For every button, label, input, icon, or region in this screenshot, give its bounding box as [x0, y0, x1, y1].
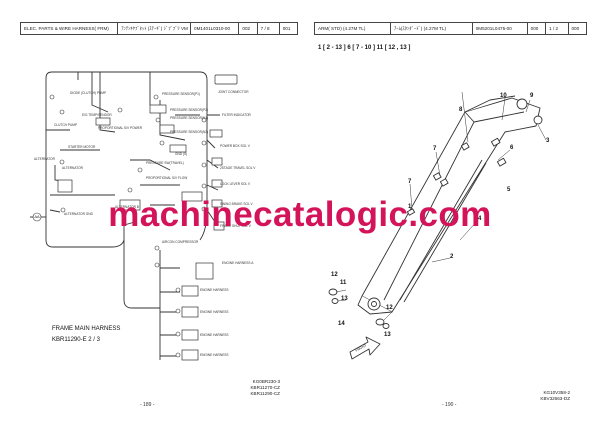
callout-number: 10 [500, 93, 507, 99]
left-page-header: ELEC. PARTS & WIRE HARNESS( FRM) ｱﾝﾃﾝｷﾔﾌ… [20, 22, 298, 35]
part-code: KBR11270-CZ [250, 385, 280, 390]
right-page: ARM( STD) (4.27M TL) ｱｰﾑ(ｽﾀﾝﾀﾞｰﾄﾞ) (4.27… [300, 0, 600, 424]
header-section: ELEC. PARTS & WIRE HARNESS( FRM) [21, 23, 119, 34]
left-page: ELEC. PARTS & WIRE HARNESS( FRM) ｱﾝﾃﾝｷﾔﾌ… [20, 22, 298, 408]
harness-label: ALTERNATOR GND [64, 212, 93, 216]
header-sheet: 1 / 2 [546, 23, 569, 34]
harness-label: GND (S) [175, 152, 188, 156]
callout-number: 7 [408, 179, 412, 185]
harness-label: JOINT CONNECTOR [218, 90, 249, 94]
harness-label: PRESSURE SENSOR(N2) [170, 130, 209, 134]
harness-label: E/G TEMP/SENDOR [82, 113, 112, 117]
arm-drawing [328, 91, 547, 360]
harness-label: FRAME SHUT SOL V [220, 224, 251, 228]
header-drawing-no: 0M1401L0310-00 [191, 23, 240, 34]
harness-label: PRESSURE SW(TRAVEL) [146, 161, 184, 165]
callout-number: 9 [530, 93, 534, 99]
page-number: - 189 - [140, 402, 155, 408]
harness-label: ALTERNATOR [34, 157, 55, 161]
part-code: KG0BR230-3 [252, 379, 280, 384]
header-code: 000 [571, 26, 580, 31]
harness-label: SWING BRAKE SOL V [220, 202, 253, 206]
harness-label: LOCK LEVER SOL V [220, 182, 251, 186]
aa-connector-label: AA [34, 214, 40, 219]
callout-number: 7 [433, 146, 437, 152]
header-drawing-no: 0M5201L0475-00 [473, 23, 528, 34]
header-code: 001 [282, 26, 291, 31]
header-jp-title: ｱｰﾑ(ｽﾀﾝﾀﾞｰﾄﾞ) (4.27M TL) [391, 23, 473, 34]
harness-label: STARTER MOTOR [68, 145, 96, 149]
callout-number: 14 [338, 321, 345, 327]
callout-number: 3 [546, 138, 550, 144]
callout-number: 11 [340, 280, 347, 286]
part-code: KBV32663-DZ [540, 396, 570, 401]
harness-label: ENGINE HARNESS [200, 310, 229, 314]
harness-label: ENGINE HARNESS A [222, 261, 254, 265]
harness-label: PROPORTIONAL S/V FLOW [146, 176, 188, 180]
harness-label: ENGINE HARNESS [200, 333, 229, 337]
assembly-groups: 1 [ 2 - 13 ] 6 [ 7 - 10 ] 11 [ 12 , 13 ] [318, 45, 411, 51]
part-codes: KG0BR230-3 KBR11270-CZ KBR11290-CZ [225, 379, 280, 397]
harness-label: ALTERNATOR B [115, 205, 139, 209]
harness-diagram [30, 71, 238, 361]
harness-label: PRESSURE SENSOR(P1) [162, 92, 200, 96]
harness-label: PRESSURE SENSOR(N1) [170, 116, 209, 120]
header-jp-title: ｱﾝﾃﾝｷﾔﾌﾞﾈｯﾄ (ｽﾃｰｷﾞ) ｼﾞﾌﾞﾌﾞﾘ VM [118, 23, 192, 34]
callout-number: 6 [510, 145, 514, 151]
callout-number: 1 [408, 204, 412, 210]
callout-number: 2 [450, 254, 454, 260]
harness-label: AIRCON COMPRESSOR [162, 240, 199, 244]
harness-label: DIODE (CLUTCH) PUMP [70, 91, 107, 95]
part-code: KBR11290-CZ [250, 391, 280, 396]
harness-label: ENGINE HARNESS [200, 353, 229, 357]
callout-number: 13 [384, 332, 391, 338]
callout-number: 4 [478, 216, 482, 222]
callout-number: 5 [507, 187, 511, 193]
callout-number: 12 [386, 305, 393, 311]
harness-label: PRESSURE SENSOR(P2) [170, 108, 208, 112]
header-section: ARM( STD) (4.27M TL) [315, 23, 391, 34]
header-sheet: 7 / 8 [258, 23, 280, 34]
harness-label: FILTER INDICATOR [222, 113, 251, 117]
harness-label: PROPORTIONAL S/V POWER [98, 126, 143, 130]
right-page-header: ARM( STD) (4.27M TL) ｱｰﾑ(ｽﾀﾝﾀﾞｰﾄﾞ) (4.27… [314, 22, 587, 35]
callout-number: 12 [331, 272, 338, 278]
callout-number: 8 [459, 107, 463, 113]
page-number: - 190 - [442, 402, 457, 408]
part-codes: KG10V358-2 KBV32663-DZ [515, 390, 570, 402]
watermark: machinecatalogic.com [108, 195, 492, 234]
part-code: KG10V358-2 [543, 390, 570, 395]
harness-label: POWER BOX SOL V [220, 144, 250, 148]
harness-label: 2STAGE TRAVEL SOL V [220, 166, 256, 170]
header-rev: 002 [239, 23, 258, 34]
harness-label: ALTERNATOR [62, 166, 83, 170]
harness-label: CLUTCH PUMP [54, 123, 78, 127]
diagram-title: FRAME MAIN HARNESS [52, 326, 121, 332]
harness-label: ENGINE HARNESS [200, 288, 229, 292]
callout-number: 13 [341, 296, 348, 302]
header-rev: 000 [528, 23, 547, 34]
diagram-subtitle: KBR11290-E 2 / 3 [52, 337, 100, 343]
